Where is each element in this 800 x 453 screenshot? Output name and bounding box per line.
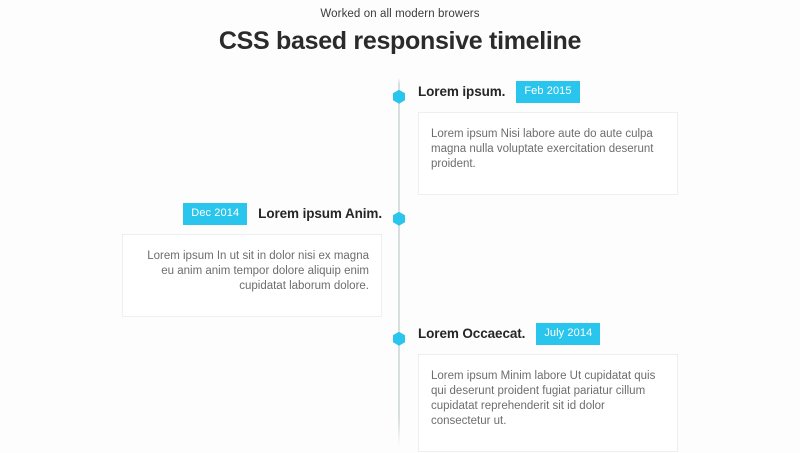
timeline: Lorem ipsum. Feb 2015 Lorem ipsum Nisi l… <box>0 73 800 453</box>
timeline-axis-line <box>398 77 400 446</box>
status-badge: Dec 2014 <box>183 202 248 225</box>
timeline-entry[interactable]: Lorem Occaecat. July 2014 Lorem ipsum Mi… <box>0 322 800 452</box>
page-subtitle: Worked on all modern browers <box>320 8 480 20</box>
timeline-entry-header: Lorem Occaecat. July 2014 <box>418 322 662 345</box>
timeline-entry[interactable]: Lorem ipsum. Feb 2015 Lorem ipsum Nisi l… <box>0 80 800 195</box>
timeline-entry-title: Lorem ipsum. <box>418 84 506 100</box>
status-badge: Feb 2015 <box>516 80 580 103</box>
timeline-entry-title: Lorem ipsum Anim. <box>258 206 382 222</box>
timeline-entry-text: Lorem ipsum In ut sit in dolor nisi ex m… <box>147 249 369 292</box>
hexagon-marker-icon <box>392 211 406 226</box>
page-title: CSS based responsive timeline <box>218 27 582 55</box>
timeline-entry-body: Lorem ipsum Nisi labore aute do aute cul… <box>418 111 678 195</box>
timeline-entry-body: Lorem ipsum Minim labore Ut cupidatat qu… <box>418 353 678 452</box>
hexagon-marker-icon <box>392 331 406 346</box>
timeline-entry-title: Lorem Occaecat. <box>418 326 526 342</box>
page-header: Worked on all modern browers CSS based r… <box>0 0 800 56</box>
timeline-entry-text: Lorem ipsum Nisi labore aute do aute cul… <box>431 127 654 170</box>
timeline-entry[interactable]: Dec 2014 Lorem ipsum Anim. Lorem ipsum I… <box>0 202 800 317</box>
status-badge: July 2014 <box>536 322 601 345</box>
timeline-entry-text: Lorem ipsum Minim labore Ut cupidatat qu… <box>431 369 656 427</box>
timeline-entry-header: Dec 2014 Lorem ipsum Anim. <box>138 202 382 225</box>
hexagon-marker-icon <box>392 89 406 104</box>
timeline-entry-header: Lorem ipsum. Feb 2015 <box>418 80 662 103</box>
timeline-entry-body: Lorem ipsum In ut sit in dolor nisi ex m… <box>122 233 382 317</box>
